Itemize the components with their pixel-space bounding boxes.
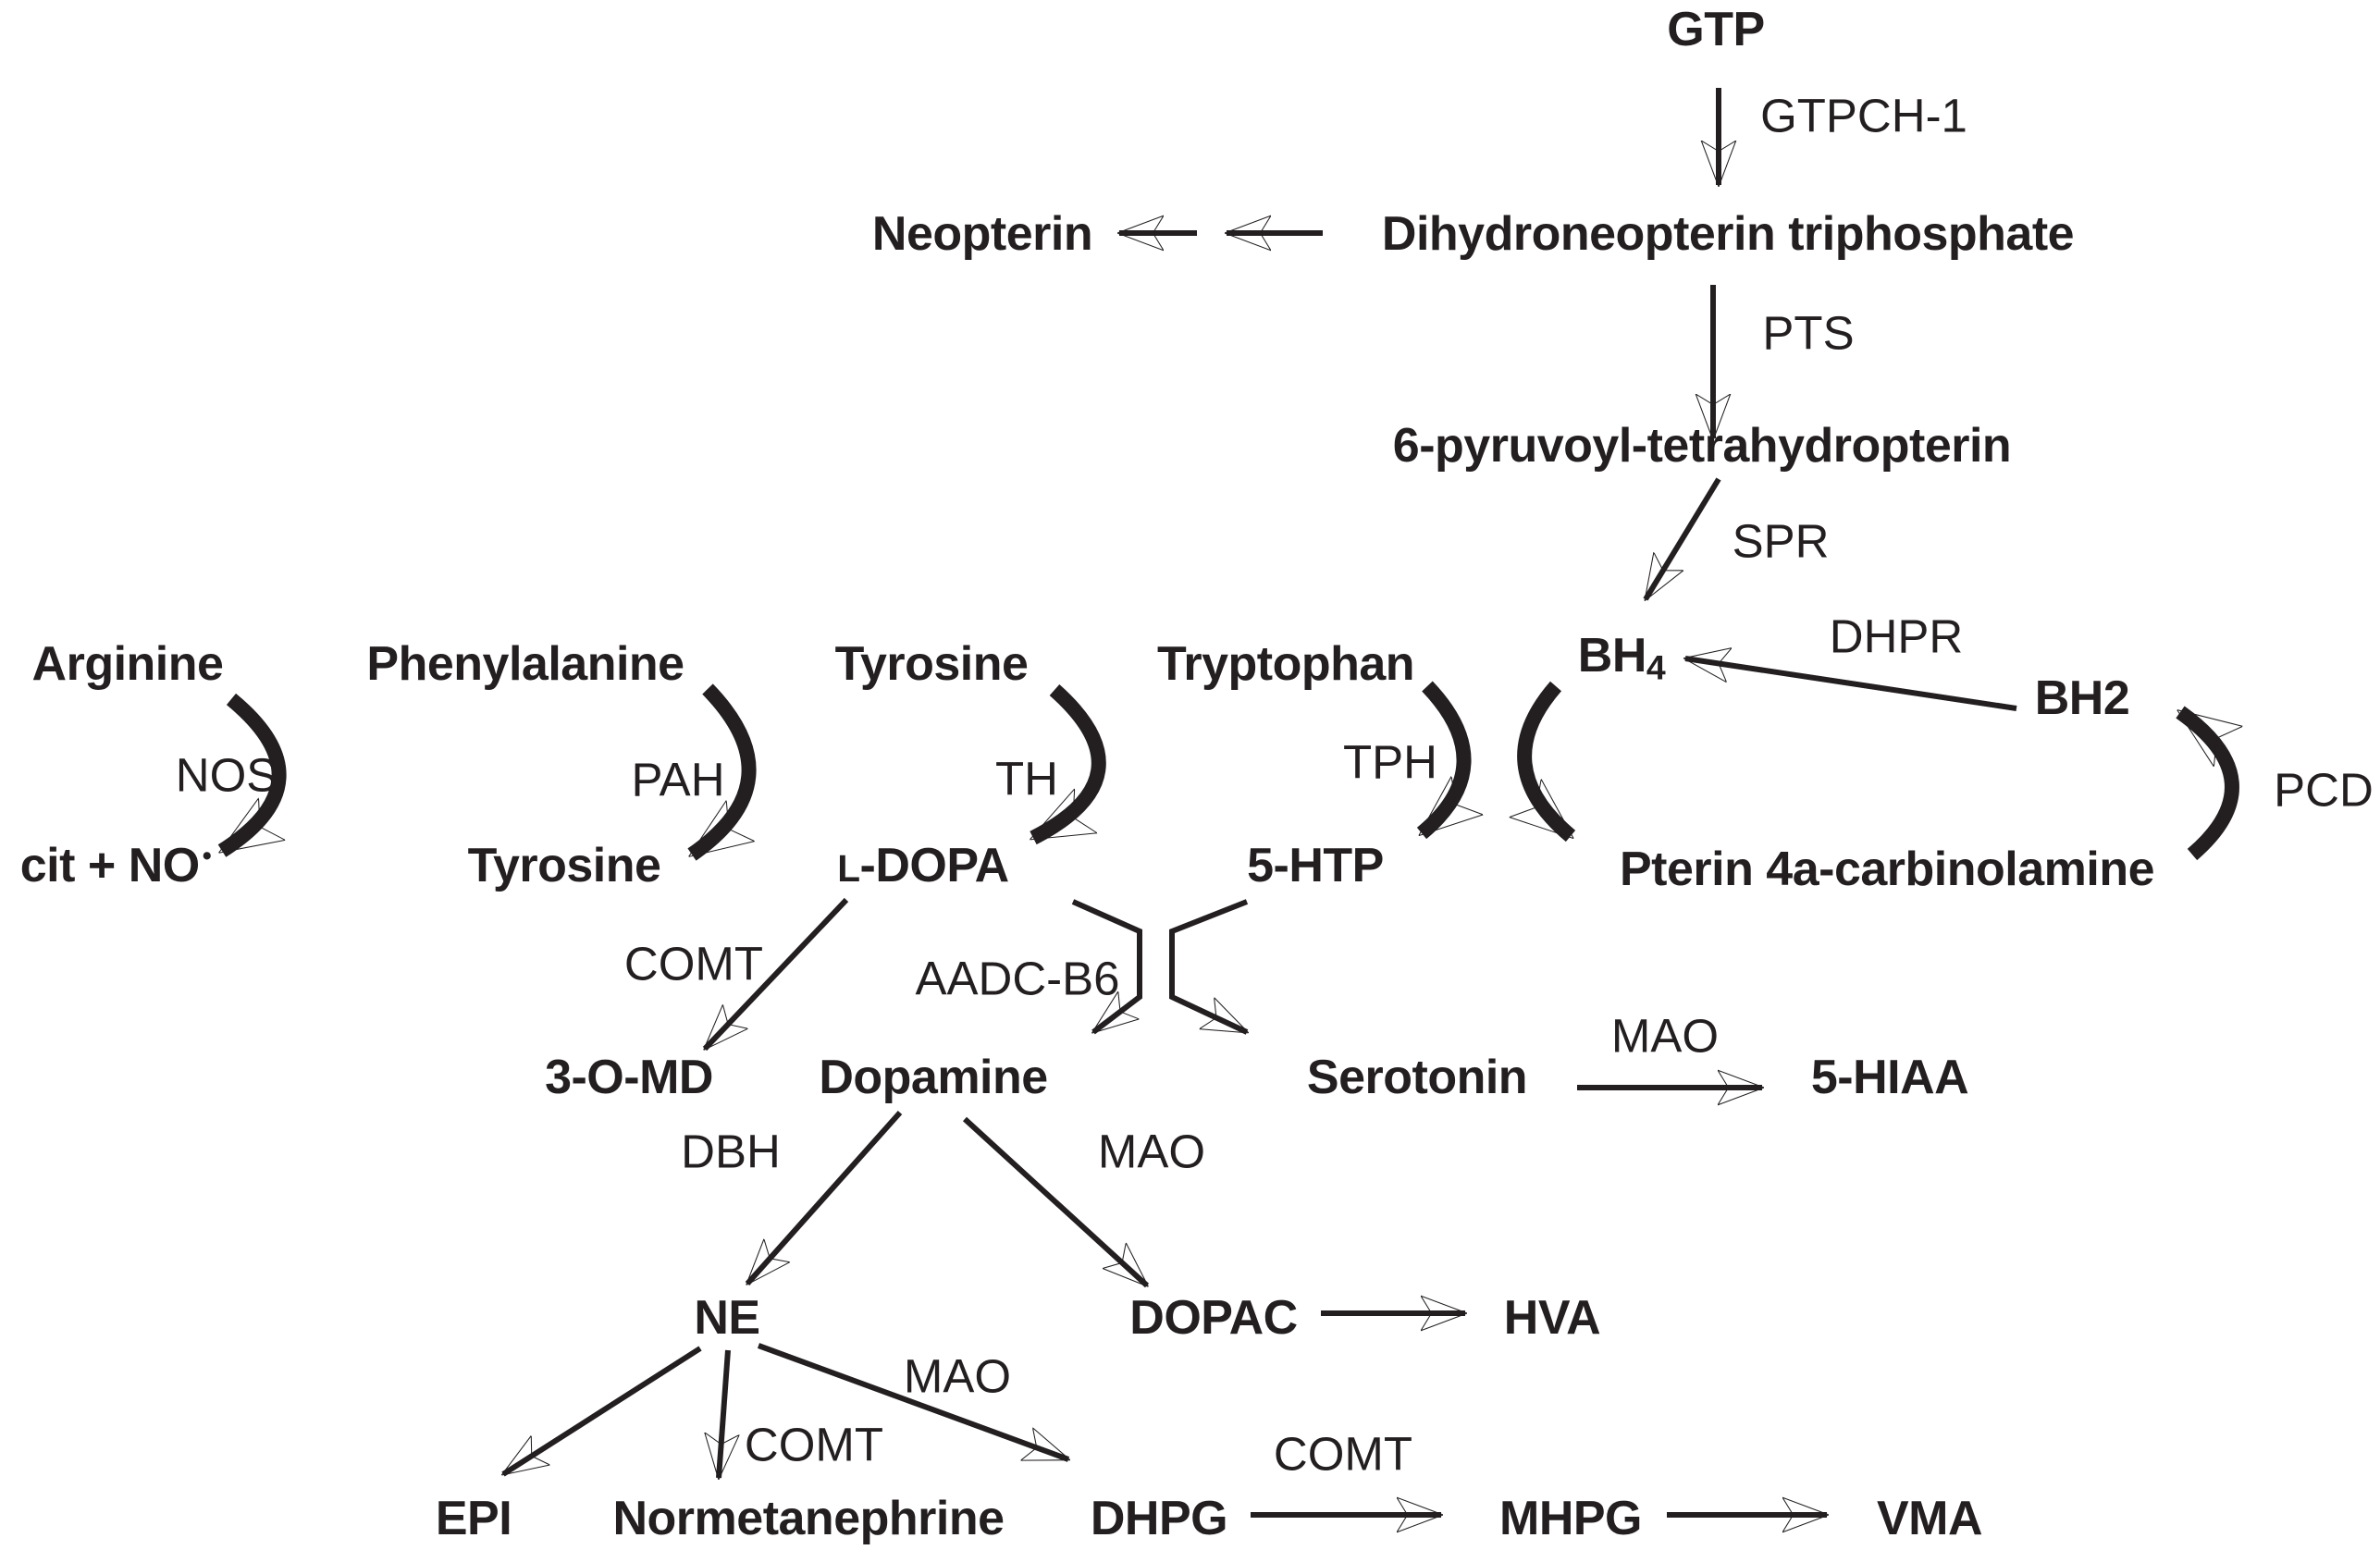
node-6-pyruvoyl-tetrahydropterin: 6-pyruvoyl-tetrahydropterin (1392, 419, 2012, 473)
ldopa-rest: -DOPA (859, 839, 1010, 892)
arrow-ldopa-to-dopamine (1071, 899, 1142, 1035)
arrow-bh2-to-bh4 (1685, 658, 2017, 711)
node-hva: HVA (1503, 1291, 1601, 1345)
enzyme-spr: SPR (1732, 514, 1830, 568)
enzyme-comt-ldopa: COMT (623, 937, 764, 990)
bh4-subscript: 4 (1646, 647, 1666, 687)
node-5-htp: 5-HTP (1247, 839, 1384, 892)
node-epi: EPI (435, 1492, 512, 1545)
arrow-dopamine-to-ne (747, 1111, 903, 1284)
node-cit-no: cit + NO• (19, 839, 212, 892)
enzyme-aadc-b6: AADC-B6 (915, 952, 1120, 1005)
arc-arginine-to-cit-no (222, 693, 279, 857)
arrow-ne-to-dhpg (757, 1343, 1068, 1462)
enzyme-dhpr: DHPR (1829, 609, 1964, 663)
node-tryptophan: Tryptophan (1156, 637, 1415, 691)
node-ne: NE (694, 1291, 760, 1345)
node-neopterin: Neopterin (871, 207, 1093, 261)
enzyme-mao-ne: MAO (903, 1349, 1012, 1403)
node-gtp: GTP (1667, 3, 1765, 56)
ldopa-smallcap-l: L (837, 847, 860, 890)
node-bh2: BH2 (2034, 671, 2130, 725)
node-dihydroneopterin-triphosphate: Dihydroneopterin triphosphate (1381, 207, 2075, 261)
enzyme-comt-ne: COMT (744, 1418, 884, 1471)
node-pterin-4a-carbinolamine: Pterin 4a-carbinolamine (1619, 843, 2155, 896)
enzyme-tph: TPH (1343, 735, 1437, 789)
enzyme-dbh: DBH (681, 1125, 781, 1178)
cit-no-text: cit + NO (19, 839, 200, 892)
node-dopac: DOPAC (1129, 1291, 1298, 1345)
arc-pterin-to-bh2 (2176, 706, 2232, 861)
bh4-base: BH (1577, 629, 1647, 683)
arrow-ne-to-epi (503, 1346, 702, 1477)
enzyme-pcd: PCD (2274, 763, 2374, 817)
node-tyrosine-product: Tyrosine (467, 839, 661, 892)
enzyme-gtpch1: GTPCH-1 (1760, 89, 1967, 142)
node-dhpg: DHPG (1090, 1492, 1228, 1545)
node-bh4: BH4 (1577, 629, 1666, 687)
node-tyrosine-substrate: Tyrosine (834, 637, 1029, 691)
node-serotonin: Serotonin (1306, 1051, 1528, 1104)
arrow-dopamine-to-dopac (962, 1116, 1147, 1286)
arc-phenylalanine-to-tyrosine (687, 683, 757, 861)
arrow-pyruvoyl-to-bh4 (1643, 477, 1721, 599)
node-3-o-md: 3-O-MD (545, 1051, 713, 1104)
enzyme-comt-dhpg: COMT (1273, 1427, 1413, 1481)
radical-dot: • (202, 842, 212, 872)
node-l-dopa: L-DOPA (837, 839, 1010, 892)
node-arginine: Arginine (31, 637, 224, 691)
enzyme-nos: NOS (175, 748, 278, 802)
arrow-ne-to-normetanephrine (719, 1349, 728, 1478)
enzyme-mao-serotonin: MAO (1610, 1009, 1720, 1063)
node-mhpg: MHPG (1499, 1492, 1643, 1545)
enzyme-th: TH (995, 752, 1058, 806)
enzyme-pah: PAH (631, 753, 725, 806)
enzyme-mao-dopamine: MAO (1097, 1125, 1206, 1178)
arc-tryptophan-to-5htp (1416, 681, 1464, 840)
node-vma: VMA (1876, 1492, 1983, 1545)
arrow-ldopa-to-3omd (705, 897, 849, 1049)
arc-bh4-to-pterin (1524, 681, 1576, 843)
node-5-hiaa: 5-HIAA (1810, 1051, 1969, 1104)
arc-tyrosine-to-ldopa (1033, 684, 1106, 845)
arrow-5htp-to-serotonin (1169, 899, 1247, 1035)
node-dopamine: Dopamine (819, 1051, 1048, 1104)
node-normetanephrine: Normetanephrine (612, 1492, 1005, 1545)
node-phenylalanine: Phenylalanine (366, 637, 684, 691)
enzyme-pts: PTS (1762, 306, 1855, 360)
